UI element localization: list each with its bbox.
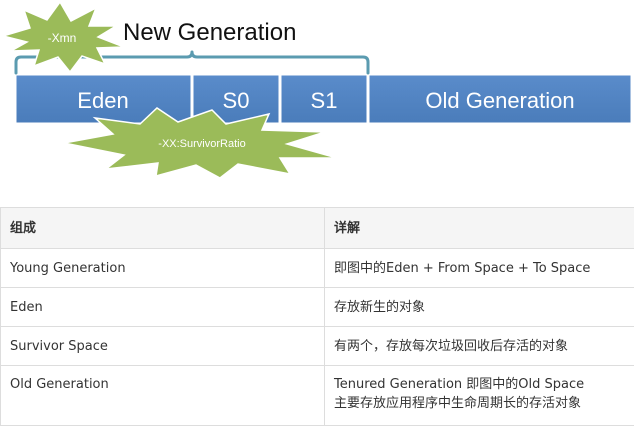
- eden-label: Eden: [77, 88, 128, 113]
- detail-cell: 存放新生的对象: [325, 288, 634, 327]
- detail-cell: Tenured Generation 即图中的Old Space 主要存放应用程…: [325, 366, 634, 426]
- header-detail: 详解: [325, 208, 634, 249]
- detail-cell: 即图中的Eden + From Space + To Space: [325, 249, 634, 288]
- s0-label: S0: [223, 88, 250, 113]
- s1-segment: S1: [280, 74, 368, 124]
- detail-text: 有两个，存放每次垃圾回收后存活的对象: [334, 337, 634, 356]
- table-row: Survivor Space 有两个，存放每次垃圾回收后存活的对象: [1, 327, 634, 366]
- generation-table: 组成 详解 Young Generation 即图中的Eden + From S…: [0, 207, 634, 426]
- table-row: Eden 存放新生的对象: [1, 288, 634, 327]
- old-generation-label: Old Generation: [425, 88, 574, 113]
- table-row: Old Generation Tenured Generation 即图中的Ol…: [1, 366, 634, 426]
- generation-table-container: 组成 详解 Young Generation 即图中的Eden + From S…: [0, 207, 634, 426]
- detail-text: 主要存放应用程序中生命周期长的存活对象: [334, 394, 634, 413]
- survivor-ratio-label: -XX:SurvivorRatio: [158, 138, 245, 150]
- table-row: Young Generation 即图中的Eden + From Space +…: [1, 249, 634, 288]
- table-header-row: 组成 详解: [1, 208, 634, 249]
- heap-generation-diagram: Eden S0 S1 Old Generation New Generation…: [0, 0, 634, 180]
- old-generation-segment: Old Generation: [368, 74, 632, 124]
- detail-cell: 有两个，存放每次垃圾回收后存活的对象: [325, 327, 634, 366]
- detail-text: 即图中的Eden + From Space + To Space: [334, 259, 634, 278]
- component-cell: Young Generation: [1, 249, 325, 288]
- header-component: 组成: [1, 208, 325, 249]
- detail-text: Tenured Generation 即图中的Old Space: [334, 375, 634, 394]
- component-cell: Old Generation: [1, 366, 325, 426]
- xmn-label: -Xmn: [48, 31, 77, 45]
- new-generation-label: New Generation: [123, 19, 296, 46]
- detail-text: 存放新生的对象: [334, 298, 634, 317]
- component-cell: Survivor Space: [1, 327, 325, 366]
- s1-label: S1: [311, 88, 338, 113]
- xmn-starburst: -Xmn: [3, 2, 124, 72]
- component-cell: Eden: [1, 288, 325, 327]
